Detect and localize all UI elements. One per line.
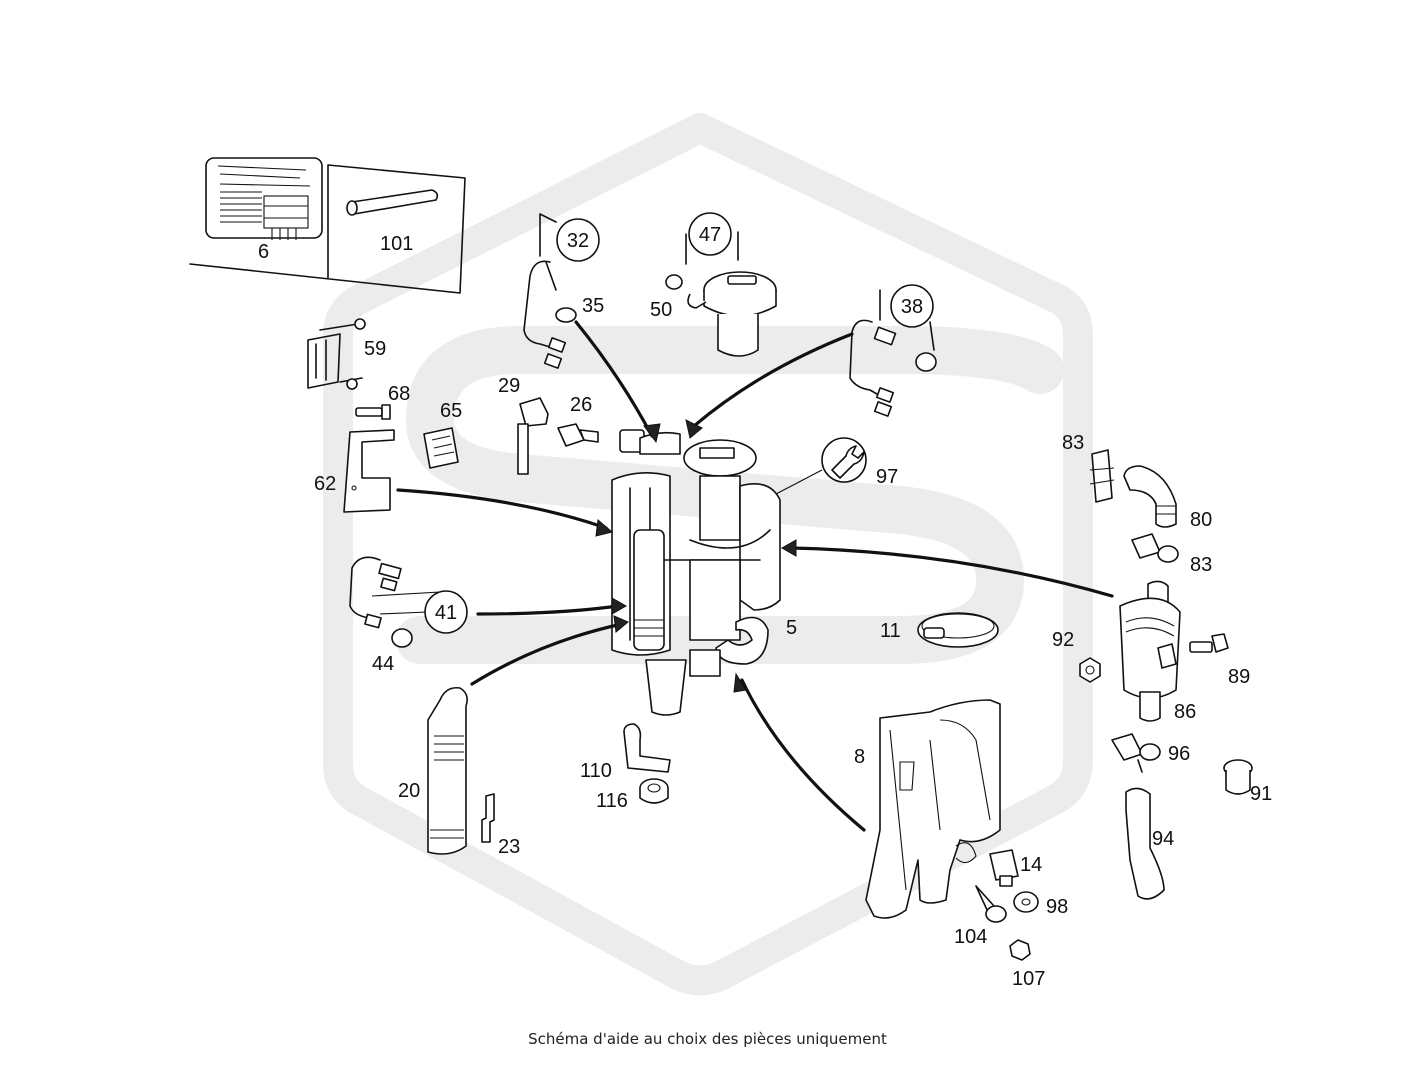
probe-29-icon bbox=[517, 397, 549, 475]
part-label-5: 5 bbox=[786, 617, 797, 639]
part-label-107: 107 bbox=[1012, 968, 1045, 990]
elbow-hose-80-icon bbox=[1123, 465, 1177, 528]
part-label-8: 8 bbox=[854, 746, 865, 768]
screw-104-icon bbox=[975, 885, 1007, 923]
part-label-20: 20 bbox=[398, 780, 420, 802]
connector-65-icon bbox=[423, 427, 459, 469]
metering-pump-47-icon bbox=[665, 231, 777, 357]
part-label-116: 116 bbox=[596, 790, 628, 812]
part-label-23: 23 bbox=[498, 836, 520, 858]
mounting-bracket-8-icon bbox=[865, 699, 1001, 919]
part-label-83-lower: 83 bbox=[1190, 554, 1212, 576]
part-label-101: 101 bbox=[380, 233, 413, 255]
callout-32: 32 bbox=[556, 218, 600, 262]
bracket-110-icon bbox=[623, 723, 671, 773]
bolt-89-icon bbox=[1189, 633, 1229, 653]
bracket-59-icon bbox=[307, 318, 366, 390]
heater-core-5-icon bbox=[611, 429, 781, 716]
part-label-92: 92 bbox=[1052, 629, 1074, 651]
nut-107-icon bbox=[1009, 939, 1031, 961]
nut-116-icon bbox=[639, 778, 669, 804]
part-label-65: 65 bbox=[440, 400, 462, 422]
part-label-6: 6 bbox=[258, 241, 269, 263]
assembly-arrows bbox=[396, 320, 1114, 832]
part-label-62: 62 bbox=[314, 473, 336, 495]
part-label-110: 110 bbox=[580, 760, 612, 782]
callout-41: 41 bbox=[424, 590, 468, 634]
part-label-104: 104 bbox=[954, 926, 987, 948]
hose-clamp-11-icon bbox=[917, 612, 999, 648]
nut-92-icon bbox=[1079, 657, 1101, 683]
wrench-97-icon bbox=[775, 437, 867, 495]
harness-38-icon bbox=[849, 289, 937, 417]
data-plate-icon bbox=[217, 165, 311, 240]
silencer-86-icon bbox=[1119, 580, 1181, 722]
part-label-32: 32 bbox=[567, 230, 589, 252]
part-label-26: 26 bbox=[570, 394, 592, 416]
part-label-29: 29 bbox=[498, 375, 520, 397]
part-label-38: 38 bbox=[901, 296, 923, 318]
part-label-89: 89 bbox=[1228, 666, 1250, 688]
bolt-68-icon bbox=[355, 404, 391, 420]
part-label-59: 59 bbox=[364, 338, 386, 360]
harness-41-icon bbox=[349, 556, 441, 648]
accessory-box bbox=[189, 157, 466, 294]
part-label-41: 41 bbox=[435, 602, 457, 624]
exhaust-hose-94-icon bbox=[1125, 787, 1165, 900]
part-label-96: 96 bbox=[1168, 743, 1190, 765]
part-label-80: 80 bbox=[1190, 509, 1212, 531]
part-label-35: 35 bbox=[582, 295, 604, 317]
diagram-caption: Schéma d'aide au choix des pièces unique… bbox=[528, 1030, 887, 1048]
exhaust-pipe-20-icon bbox=[427, 686, 468, 855]
part-label-68: 68 bbox=[388, 383, 410, 405]
callout-38: 38 bbox=[890, 284, 934, 328]
callout-47: 47 bbox=[688, 212, 732, 256]
connector-83-top-icon bbox=[1089, 449, 1115, 503]
part-label-86: 86 bbox=[1174, 701, 1196, 723]
bracket-plate-62-icon bbox=[343, 429, 395, 513]
part-label-97: 97 bbox=[876, 466, 898, 488]
washer-98-icon bbox=[1013, 891, 1039, 913]
sensor-14-icon bbox=[989, 849, 1019, 887]
part-label-14: 14 bbox=[1020, 854, 1042, 876]
grommet-91-icon bbox=[1223, 759, 1253, 795]
part-label-44: 44 bbox=[372, 653, 394, 675]
part-label-47: 47 bbox=[699, 224, 721, 246]
part-label-50: 50 bbox=[650, 299, 672, 321]
harness-32-icon bbox=[523, 213, 577, 369]
clamp-83-lower-icon bbox=[1131, 533, 1179, 563]
part-label-11: 11 bbox=[880, 620, 901, 642]
part-label-91: 91 bbox=[1250, 783, 1272, 805]
part-label-94: 94 bbox=[1152, 828, 1174, 850]
part-label-83-top: 83 bbox=[1062, 432, 1084, 454]
clamp-96-icon bbox=[1111, 733, 1161, 773]
glow-plug-26-icon bbox=[557, 423, 599, 447]
part-label-98: 98 bbox=[1046, 896, 1068, 918]
clip-23-icon bbox=[481, 793, 495, 843]
tube-sleeve-icon bbox=[346, 189, 439, 216]
